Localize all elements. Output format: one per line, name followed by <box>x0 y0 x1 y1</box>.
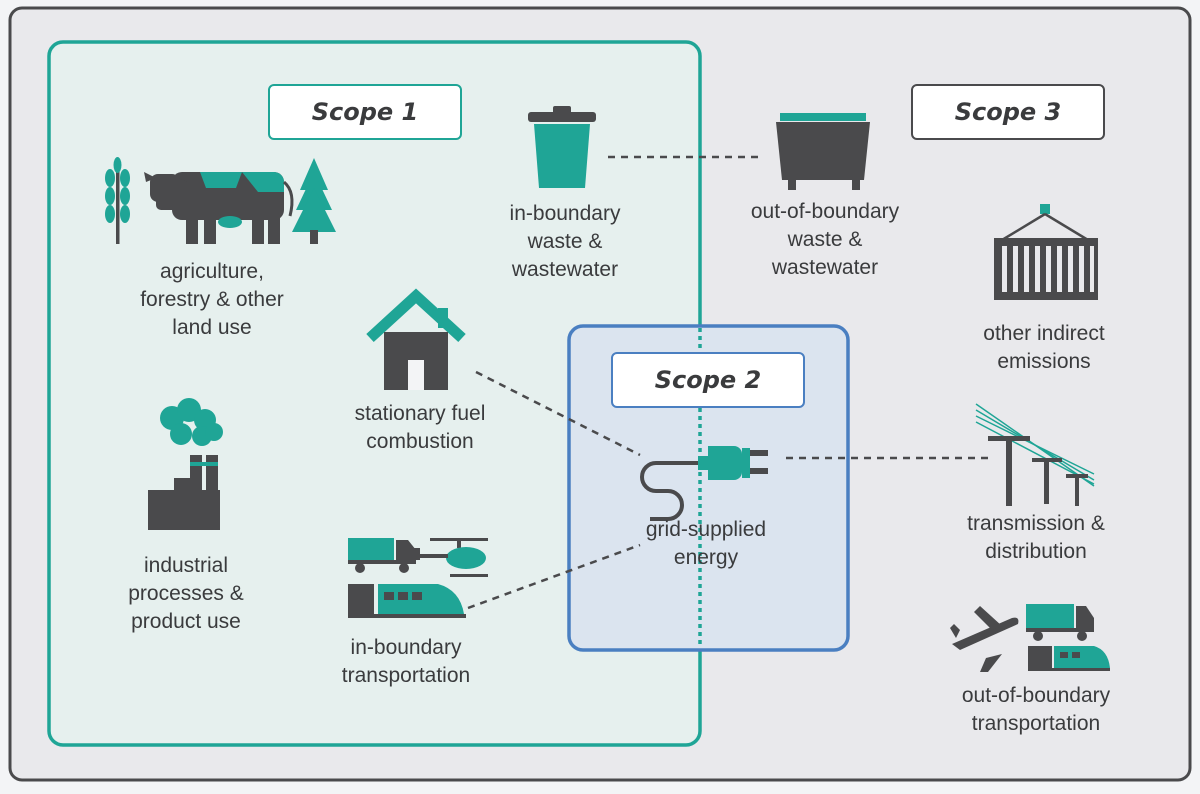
label-waste-out: out-of-boundary waste & wastewater <box>750 200 900 279</box>
airplane-icon <box>950 606 1019 672</box>
connectors <box>467 155 990 610</box>
trash-can-icon <box>528 106 596 188</box>
label-other-indirect: other indirect emissions <box>983 322 1105 373</box>
shipping-container-icon <box>994 204 1098 300</box>
factory-icon <box>148 398 223 530</box>
label-transport-out: out-of-boundary transportation <box>961 684 1111 735</box>
scope2-title: Scope 2 <box>611 352 805 408</box>
connector-transport-grid <box>467 543 641 610</box>
truck-out-icon <box>1026 604 1094 641</box>
label-stationary: stationary fuel combustion <box>354 402 486 453</box>
tree-icon <box>292 158 336 244</box>
scope1-title: Scope 1 <box>268 84 462 140</box>
plug-icon <box>640 446 768 521</box>
label-transmission: transmission & distribution <box>967 512 1105 563</box>
label-industrial: industrial processes & product use <box>128 554 244 633</box>
power-lines-icon <box>975 403 1095 506</box>
house-icon <box>366 288 466 390</box>
helicopter-icon <box>414 538 488 577</box>
label-transport-in: in-boundary transportation <box>341 636 471 687</box>
train-out-icon <box>1028 646 1110 671</box>
connector-stationary-grid <box>475 370 641 457</box>
label-grid: grid-supplied energy <box>645 518 767 569</box>
wheat-icon <box>105 157 130 244</box>
cow-icon <box>144 172 294 244</box>
truck-icon <box>348 538 416 573</box>
train-icon <box>348 584 466 618</box>
dumpster-icon <box>776 113 870 190</box>
label-afolu: agriculture, forestry & other land use <box>140 260 284 339</box>
scope3-title: Scope 3 <box>911 84 1105 140</box>
label-waste-in: in-boundary waste & wastewater <box>509 202 621 281</box>
